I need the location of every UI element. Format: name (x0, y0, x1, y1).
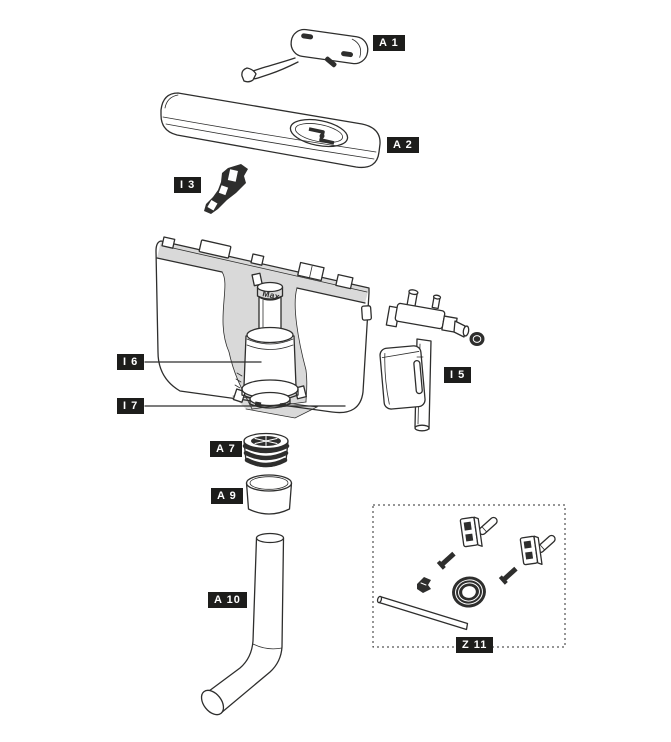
part-label-i6: I 6 (117, 354, 145, 370)
part-label-a10: A 10 (208, 592, 247, 608)
part-z11-fixing-kit (372, 504, 566, 648)
part-a1-actuator-bracket (241, 28, 369, 83)
part-i6-flush-valve (232, 272, 307, 409)
part-a9-spacer-cup (245, 474, 293, 515)
part-a7-outlet-seal (242, 432, 290, 468)
part-i5-nut (469, 332, 485, 346)
part-i5-fill-valve (379, 289, 485, 432)
part-label-i5: I 5 (444, 367, 472, 383)
part-label-i3: I 3 (174, 177, 202, 193)
part-label-a7: A 7 (210, 441, 242, 457)
part-tank-body: Max (144, 236, 372, 419)
part-label-i7: I 7 (117, 398, 145, 414)
part-label-z11: Z 11 (456, 637, 494, 653)
part-a10-flush-pipe (200, 532, 285, 716)
part-i3-clip-bracket (204, 164, 248, 214)
part-a2-lid (160, 92, 381, 169)
part-label-a1: A 1 (373, 35, 405, 51)
part-label-a2: A 2 (387, 137, 419, 153)
part-label-a9: A 9 (211, 488, 243, 504)
